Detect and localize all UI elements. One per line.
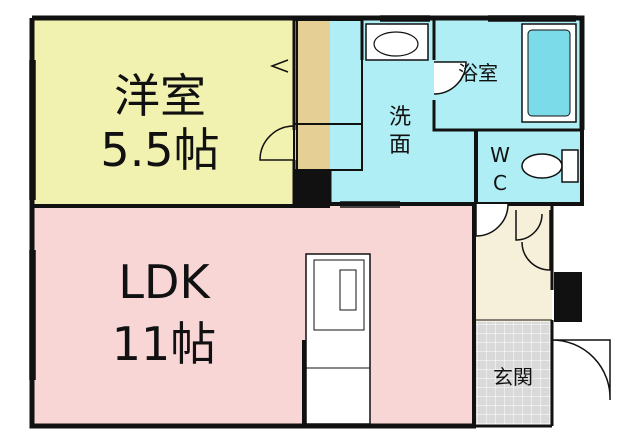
western-room-area	[34, 20, 294, 206]
washroom-label-2: 面	[389, 133, 411, 158]
windows	[29, 15, 576, 380]
washroom-label-1: 洗	[389, 105, 411, 130]
entrance-label: 玄関	[493, 365, 533, 389]
western-room-size: 5.5帖	[100, 123, 219, 177]
fixtures	[305, 23, 579, 425]
wall-block-1	[294, 170, 330, 206]
bathroom-label: 浴室	[458, 61, 498, 85]
ldk-size: 11帖	[112, 317, 217, 371]
wc-label-2: C	[493, 171, 507, 195]
ldk-area	[34, 206, 474, 424]
entrance-area	[474, 322, 552, 424]
wall-block-3	[554, 272, 582, 322]
wc-label-1: W	[490, 143, 510, 167]
wall-block-4	[296, 20, 298, 170]
western-room-name: 洋室	[114, 69, 206, 123]
doors	[259, 59, 611, 401]
ldk-name: LDK	[118, 255, 211, 309]
